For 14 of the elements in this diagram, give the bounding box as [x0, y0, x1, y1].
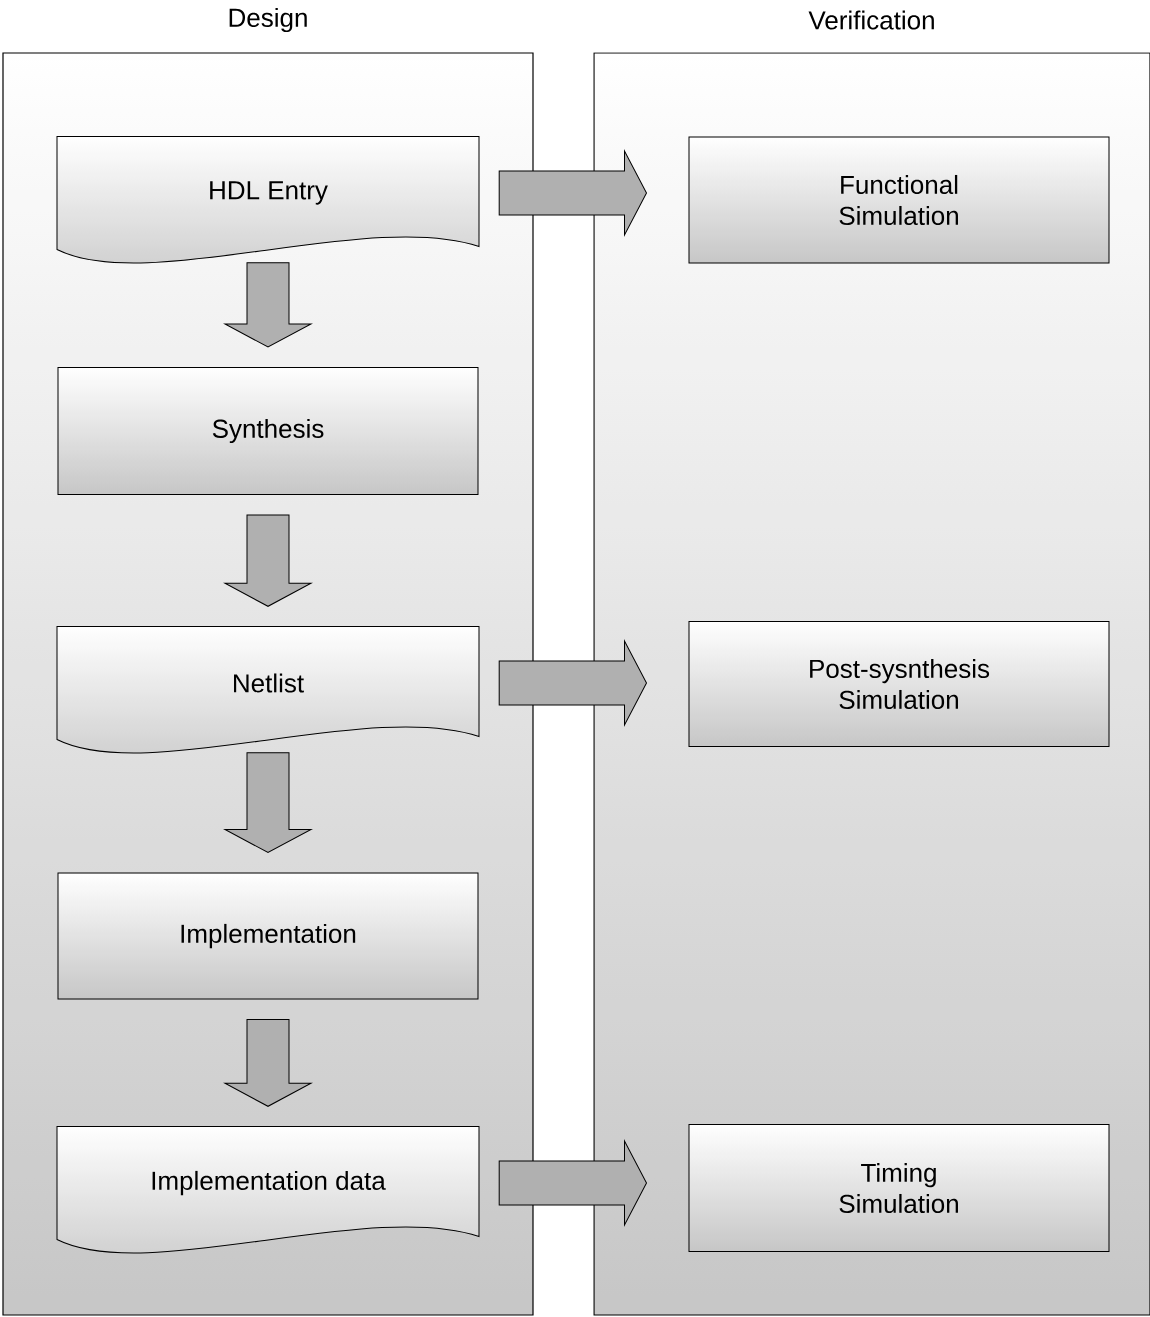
block-arrow: [498, 640, 647, 726]
panel-heading: Design: [229, 7, 307, 33]
process-box: Implementation: [57, 872, 479, 1000]
block-arrow: [224, 752, 312, 853]
process-box: Functional Simulation: [688, 136, 1110, 264]
process-box: Post-sysnthesis Simulation: [688, 621, 1110, 747]
block-arrow: [224, 1019, 312, 1107]
block-arrow: [224, 514, 312, 607]
process-box: Timing Simulation: [688, 1124, 1110, 1252]
block-arrow: [498, 1140, 647, 1226]
block-arrow: [498, 150, 647, 236]
panel-heading: Verification: [808, 10, 934, 30]
process-box: Synthesis: [57, 367, 479, 495]
block-arrow: [224, 262, 312, 348]
